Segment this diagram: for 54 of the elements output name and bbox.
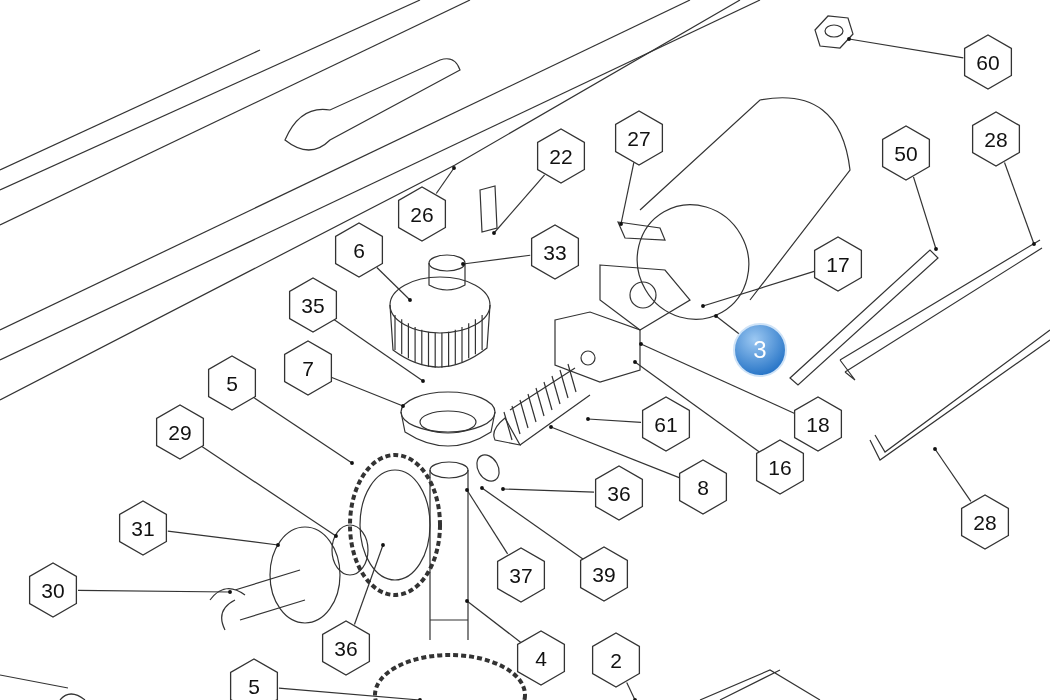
callout-number: 60 [976, 51, 1000, 73]
leader-line [619, 161, 635, 226]
leader-line [77, 589, 232, 594]
callout-number: 17 [826, 253, 850, 275]
leader-line [586, 417, 642, 423]
callout-number: 5 [248, 675, 260, 697]
callout-number: 35 [301, 294, 325, 316]
leader-line [332, 318, 425, 383]
leader-line [252, 396, 354, 465]
leader-line [714, 314, 741, 336]
callout-number: 28 [984, 128, 1008, 150]
leader-line [492, 174, 546, 235]
callout-number: 31 [131, 517, 155, 539]
callout-number: 39 [592, 563, 616, 585]
leader-line [353, 543, 385, 626]
callout-number: 4 [535, 647, 547, 669]
leader-line [912, 176, 938, 251]
callout-number: 61 [654, 413, 678, 435]
leader-line [167, 530, 280, 547]
leader-line [465, 599, 522, 644]
callout-number: 37 [509, 564, 533, 586]
leader-line [701, 270, 815, 308]
callout-number: 30 [41, 579, 65, 601]
callout-number: 22 [549, 145, 573, 167]
callout-number: 26 [410, 203, 434, 225]
callout-number: 5 [226, 372, 238, 394]
callout-number: 50 [894, 142, 918, 164]
leader-line [847, 37, 964, 59]
callout-number: 36 [607, 482, 631, 504]
callout-number: 29 [168, 421, 192, 443]
leader-line [933, 447, 972, 502]
callout-number: 27 [627, 127, 651, 149]
callout-circle [731, 321, 789, 379]
callout-number: 16 [768, 456, 792, 478]
leader-line [376, 266, 412, 302]
callout-number: 2 [610, 649, 622, 671]
callout-number: 8 [697, 476, 709, 498]
leader-line [435, 166, 456, 195]
leader-line [200, 445, 338, 538]
leader-line [626, 682, 637, 700]
callout-number: 18 [806, 413, 830, 435]
callout-number: 6 [353, 239, 365, 261]
callout-number: 28 [973, 511, 997, 533]
leader-line [633, 360, 761, 453]
leader-line [465, 488, 509, 555]
callout-number: 7 [302, 357, 314, 379]
leader-line [480, 486, 585, 561]
leader-line [501, 487, 595, 493]
callout-number: 36 [334, 637, 358, 659]
leader-line [1003, 161, 1036, 246]
callout-number: 33 [543, 241, 567, 263]
leader-line [278, 687, 422, 700]
leader-line [461, 254, 531, 266]
callout-number: 3 [753, 338, 767, 362]
